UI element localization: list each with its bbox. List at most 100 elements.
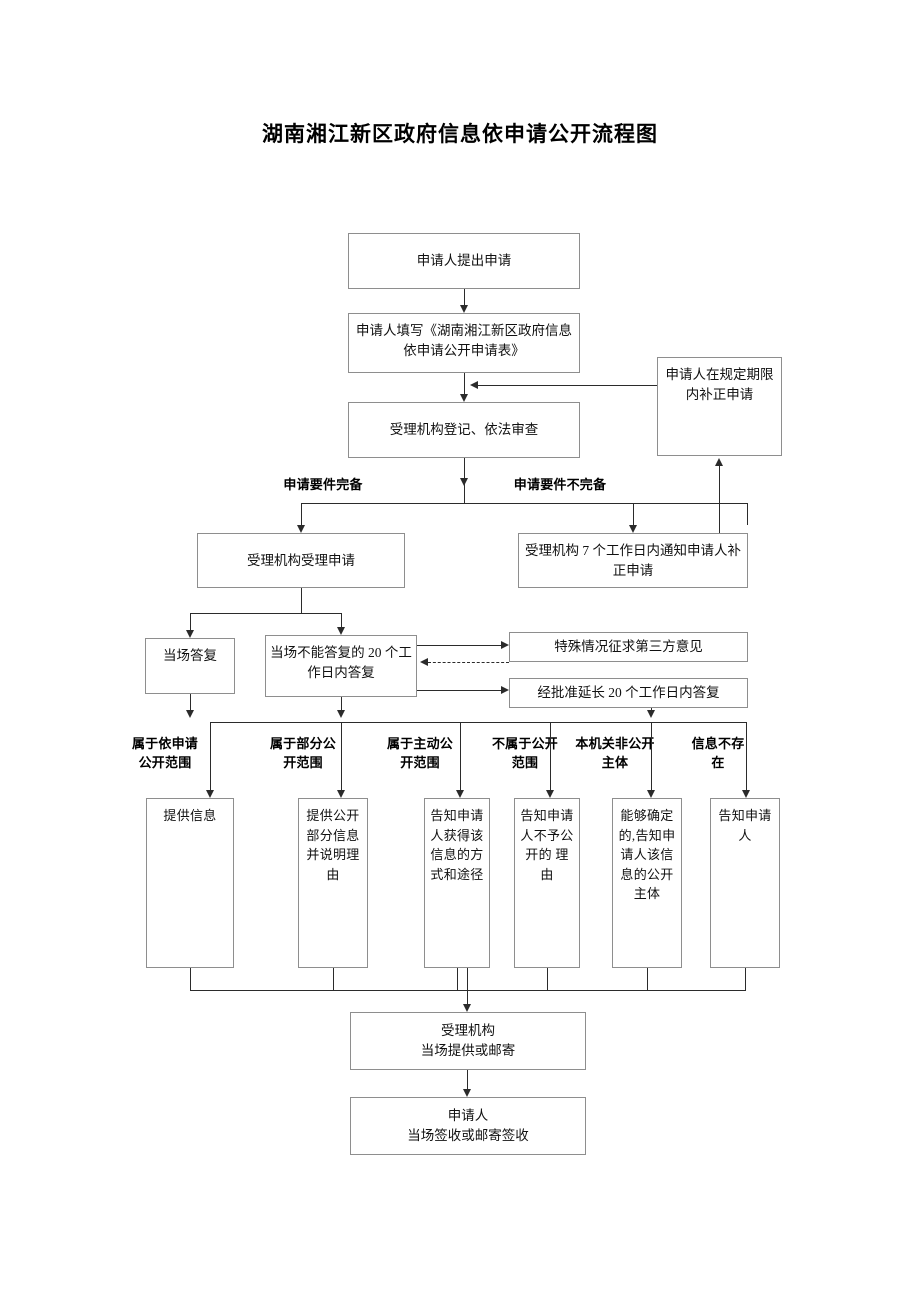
node-inform-channel-label: 告知申请人获得该信息的方式和途径 [430, 808, 484, 882]
node-register: 受理机构登记、依法审查 [348, 402, 580, 458]
connector-onsite-dist [190, 694, 191, 710]
arrowhead-reply20-extend20 [501, 685, 509, 694]
node-supplement-label: 申请人在规定期限内补正申请 [665, 367, 774, 402]
arrowhead-accept-left [185, 630, 194, 638]
node-accept: 受理机构受理申请 [197, 533, 405, 588]
node-inform-subject: 能够确定的,告知申请人该信息的公开主体 [612, 798, 682, 968]
connector-supplement-return [478, 385, 657, 386]
connector-merge-riser-2 [333, 968, 334, 990]
node-supplement: 申请人在规定期限内补正申请 [657, 357, 782, 456]
connector-dist-drop-4 [550, 722, 551, 790]
node-form: 申请人填写《湖南湘江新区政府信息依申请公开申请表》 [348, 313, 580, 373]
arrowhead-merge-stem [462, 1004, 471, 1012]
connector-merge-bar [190, 990, 746, 991]
node-extend20: 经批准延长 20 个工作日内答复 [509, 678, 748, 708]
node-apply-label: 申请人提出申请 [416, 253, 512, 269]
arrowhead-deliver-receive [462, 1089, 471, 1097]
arrowhead-form-register [459, 394, 468, 402]
arrowhead-notify7-supplement [714, 458, 723, 466]
connector-notify7-supplement [719, 466, 720, 533]
node-form-label: 申请人填写《湖南湘江新区政府信息依申请公开申请表》 [356, 323, 572, 358]
arrowhead-dist-drop-4 [545, 790, 554, 798]
arrowhead-onsite-dist [185, 710, 194, 718]
connector-thirdparty-reply20 [428, 662, 509, 663]
arrowhead-split-left [296, 525, 305, 533]
connector-extend20-dist [651, 708, 652, 710]
connector-accept-right [341, 613, 342, 627]
connector-reply20-thirdparty [417, 645, 501, 646]
node-extend20-label: 经批准延长 20 个工作日内答复 [537, 685, 720, 701]
node-accept-label: 受理机构受理申请 [247, 552, 355, 568]
node-onsite-reply-label: 当场答复 [163, 648, 217, 663]
category-label-4: 不属于公开范围 [491, 736, 558, 770]
edge-label-complete: 申请要件完备 [283, 477, 363, 492]
node-applicant-receive: 申请人 当场签收或邮寄签收 [350, 1097, 586, 1155]
arrowhead-reply20-thirdparty [501, 640, 509, 649]
connector-dist-drop-5 [651, 722, 652, 790]
node-inform-refuse: 告知申请人不予公开的 理 由 [514, 798, 580, 968]
connector-split-right [747, 503, 748, 525]
arrowhead-accept-right [336, 627, 345, 635]
arrowhead-dist-drop-5 [646, 790, 655, 798]
node-agency-deliver-label: 受理机构 当场提供或邮寄 [420, 1023, 516, 1058]
connector-merge-riser-4 [547, 968, 548, 990]
arrowhead-apply-form [459, 305, 468, 313]
arrowhead-dist-drop-3 [455, 790, 464, 798]
connector-accept-stem [301, 588, 302, 613]
category-label-2: 属于部分公开范围 [269, 736, 336, 770]
connector-reply20-dist [341, 697, 342, 710]
category-label-3: 属于主动公开范围 [386, 736, 453, 770]
connector-merge-riser-1 [190, 968, 191, 990]
node-inform-applicant: 告知申请人 [710, 798, 780, 968]
connector-reply20-extend20 [417, 690, 501, 691]
connector-dist-drop-2 [341, 722, 342, 790]
category-label-6: 信息不存在 [691, 736, 745, 770]
page-title: 湖南湘江新区政府信息依申请公开流程图 [262, 122, 658, 146]
node-partial-info-label: 提供公开部分信息并说明理由 [306, 808, 360, 882]
node-reply20-label: 当场不能答复的 20 个工作日内答复 [270, 645, 412, 680]
edge-label-incomplete: 申请要件不完备 [513, 477, 607, 492]
node-onsite-reply: 当场答复 [145, 638, 235, 694]
node-provide-info-label: 提供信息 [163, 808, 217, 823]
node-notify7-label: 受理机构 7 个工作日内通知申请人补正申请 [525, 543, 741, 578]
arrowhead-split-right [628, 525, 637, 533]
connector-merge-riser-5 [647, 968, 648, 990]
node-provide-info: 提供信息 [146, 798, 234, 968]
node-third-party: 特殊情况征求第三方意见 [509, 632, 748, 662]
node-third-party-label: 特殊情况征求第三方意见 [554, 639, 703, 655]
connector-merge-riser-3 [457, 968, 458, 990]
connector-distribution-bar [210, 722, 746, 723]
connector-form-register [464, 373, 465, 394]
connector-dist-drop-3 [460, 722, 461, 790]
node-applicant-receive-label: 申请人 当场签收或邮寄签收 [407, 1108, 529, 1143]
arrowhead-dist-drop-6 [741, 790, 750, 798]
arrowhead-dist-drop-1 [205, 790, 214, 798]
connector-split-left [301, 503, 302, 525]
connector-dist-drop-6 [746, 722, 747, 790]
arrowhead-dist-drop-2 [336, 790, 345, 798]
node-notify7: 受理机构 7 个工作日内通知申请人补正申请 [518, 533, 748, 588]
connector-merge-riser-6 [745, 968, 746, 990]
node-reply20: 当场不能答复的 20 个工作日内答复 [265, 635, 417, 697]
arrowhead-register-stem [459, 478, 468, 486]
connector-split-right-lead [633, 503, 747, 504]
connector-accept-left [190, 613, 191, 630]
connector-dist-drop-1 [210, 722, 211, 790]
connector-split-bar [301, 503, 747, 504]
node-inform-subject-label: 能够确定的,告知申请人该信息的公开主体 [618, 808, 676, 901]
category-label-5: 本机关非公开主体 [575, 736, 655, 770]
arrowhead-extend20-dist [646, 710, 655, 718]
node-inform-channel: 告知申请人获得该信息的方式和途径 [424, 798, 490, 968]
node-register-label: 受理机构登记、依法审查 [389, 422, 539, 438]
node-partial-info: 提供公开部分信息并说明理由 [298, 798, 368, 968]
arrowhead-supplement-return [470, 380, 478, 389]
node-inform-applicant-label: 告知申请人 [718, 808, 772, 843]
connector-merge-stem [467, 968, 468, 1004]
arrowhead-thirdparty-reply20 [420, 657, 428, 666]
connector-split-right-drop [633, 503, 634, 525]
node-inform-refuse-label: 告知申请人不予公开的 理 由 [520, 808, 574, 882]
node-apply: 申请人提出申请 [348, 233, 580, 289]
connector-deliver-receive [467, 1070, 468, 1089]
node-agency-deliver: 受理机构 当场提供或邮寄 [350, 1012, 586, 1070]
